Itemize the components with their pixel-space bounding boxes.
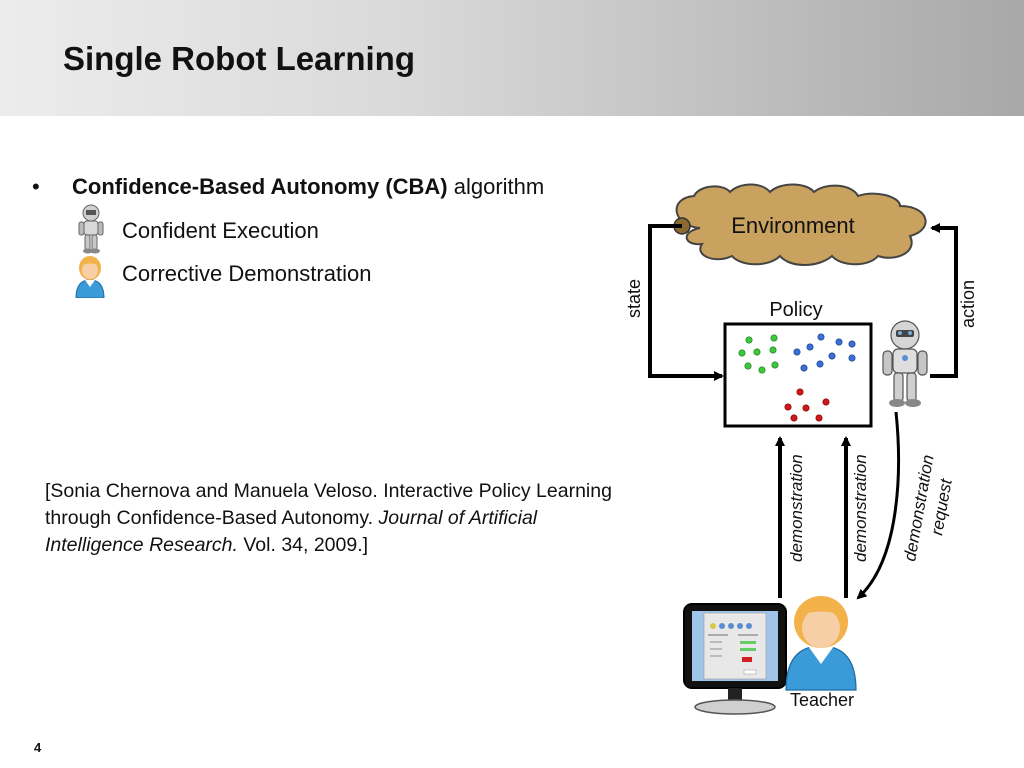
citation-suffix: Vol. 34, 2009.] <box>237 534 369 556</box>
policy-label: Policy <box>769 299 822 321</box>
robot-icon <box>882 320 928 407</box>
state-label: state <box>624 279 644 318</box>
citation: [Sonia Chernova and Manuela Veloso. Inte… <box>45 478 625 559</box>
bullet-cba: • Confidence-Based Autonomy (CBA) algorit… <box>32 174 544 200</box>
robot-icon <box>78 204 104 254</box>
page-number: 4 <box>34 740 42 755</box>
state-arrow <box>648 224 724 381</box>
teacher-label: Teacher <box>790 690 854 710</box>
action-arrow <box>930 223 958 378</box>
slide-header: Single Robot Learning <box>0 0 1024 116</box>
slide-title: Single Robot Learning <box>63 40 415 77</box>
blue-points <box>793 333 856 372</box>
citation-journal: Journal of Artificial Intelligence Resea… <box>45 507 538 556</box>
monitor-icon <box>683 603 787 715</box>
bullet-bold-text: Confidence-Based Autonomy (CBA) <box>72 174 448 199</box>
green-points <box>738 334 779 374</box>
environment-label: Environment <box>731 213 855 238</box>
red-points <box>784 388 830 422</box>
citation-prefix: [Sonia Chernova and Manuela Veloso. Inte… <box>45 480 612 529</box>
bullet-rest-text: algorithm <box>447 174 545 199</box>
teacher-icon <box>785 596 857 691</box>
bullet-dot: • <box>32 174 40 199</box>
teacher-icon <box>75 256 105 298</box>
demonstration-label-1: demonstration <box>787 454 806 562</box>
action-label: action <box>958 280 978 328</box>
environment-cloud <box>675 183 927 266</box>
demonstration-label-2: demonstration <box>851 454 870 562</box>
list-item-confident-execution: Confident Execution <box>122 218 319 243</box>
list-item-corrective-demonstration: Corrective Demonstration <box>122 261 372 286</box>
demonstration-request-arrow <box>856 411 900 600</box>
